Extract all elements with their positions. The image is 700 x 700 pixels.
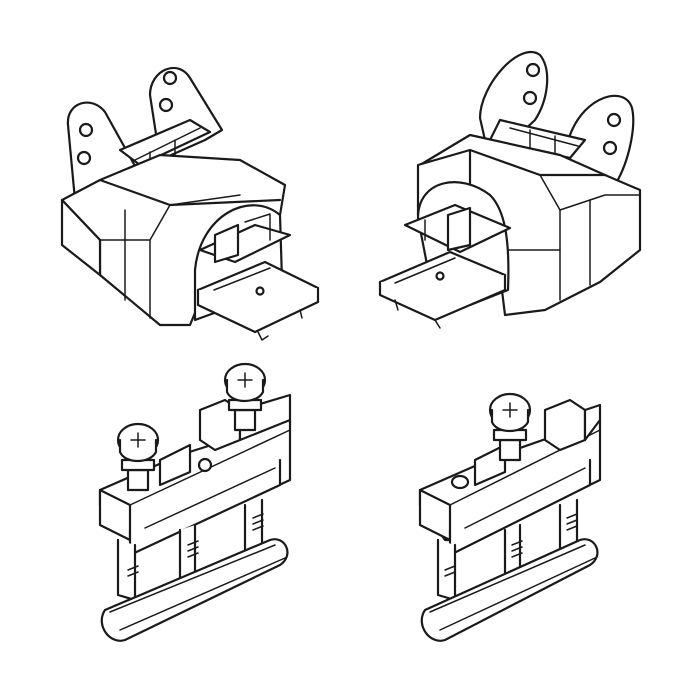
screw-left [116,422,160,492]
screw-right [223,362,267,432]
guide-block-two-screws [98,362,292,642]
end-bracket-right [378,51,642,329]
end-bracket-left [60,66,320,341]
screw-single [488,392,532,462]
guide-block-one-screw [418,392,602,642]
